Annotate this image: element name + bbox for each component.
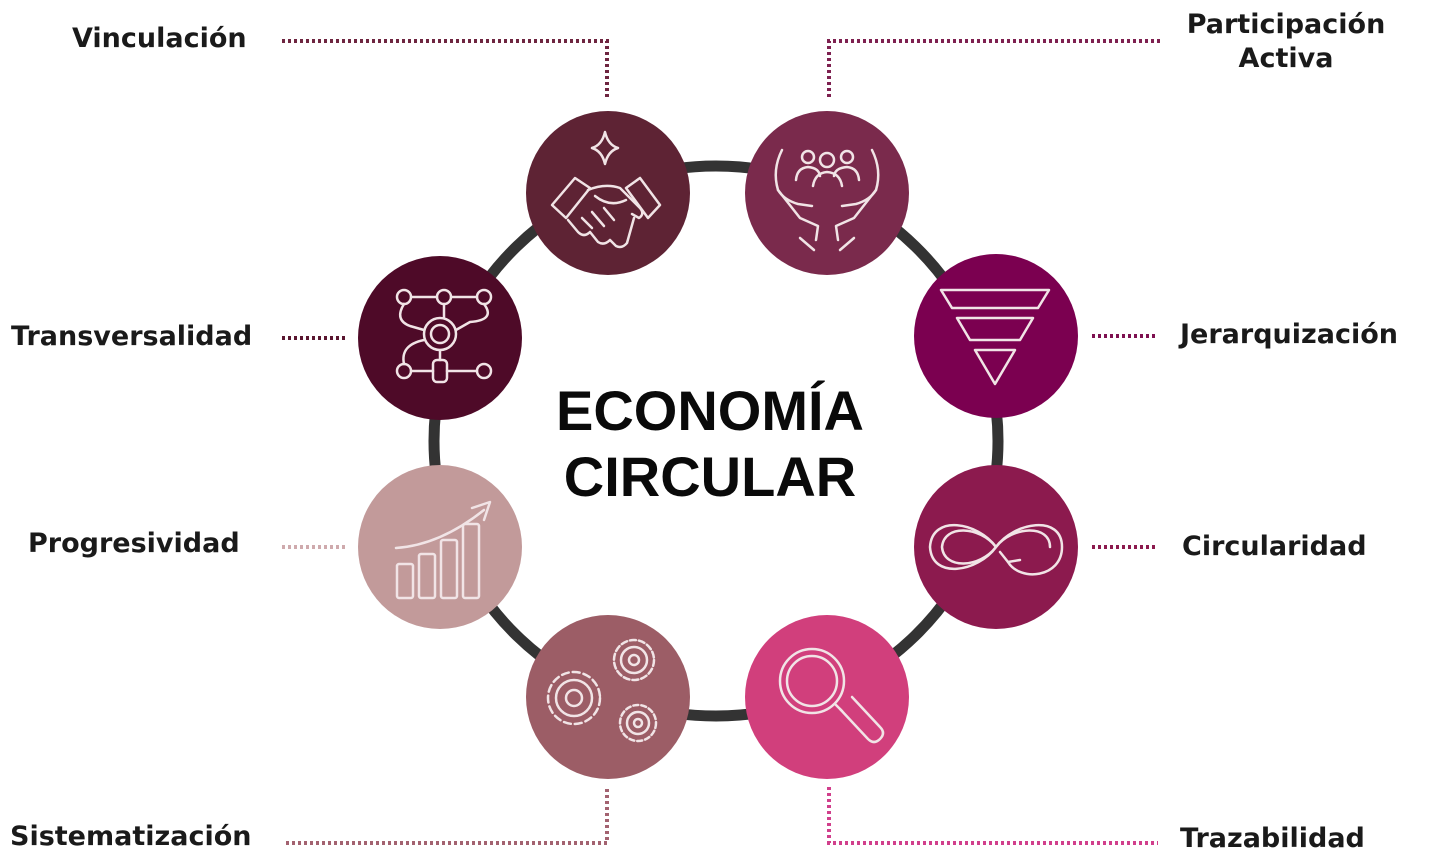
center-title: ECONOMÍA CIRCULAR [520, 378, 900, 510]
label-progresividad: Progresividad [28, 528, 240, 559]
label-participacion-line1: Participación [1186, 9, 1386, 40]
label-participacion: Participación Activa [1180, 8, 1392, 76]
funnel-icon [939, 288, 1051, 386]
connector-participacion [827, 39, 1160, 100]
label-trazabilidad: Trazabilidad [1180, 823, 1365, 854]
label-jerarquizacion: Jerarquización [1180, 319, 1398, 350]
center-title-line2: CIRCULAR [563, 445, 857, 508]
node-jerarquizacion [914, 254, 1078, 418]
community-hands-icon [774, 148, 880, 252]
gears-icon [546, 638, 658, 743]
node-participacion [745, 111, 909, 275]
node-vinculacion [526, 111, 690, 275]
infinity-icon [928, 523, 1064, 576]
growth-chart-icon [394, 500, 492, 600]
connector-vinculacion [282, 39, 609, 100]
central-ring [428, 160, 1004, 722]
label-participacion-line2: Activa [1238, 43, 1334, 74]
node-trazabilidad [745, 615, 909, 779]
connector-sistematizacion [286, 787, 609, 845]
connector-trazabilidad [827, 787, 1158, 845]
network-icon [395, 288, 493, 384]
label-transversalidad: Transversalidad [11, 321, 253, 352]
label-circularidad: Circularidad [1182, 531, 1367, 562]
magnifier-icon [778, 647, 885, 744]
label-sistematizacion: Sistematización [10, 821, 252, 852]
center-title-line1: ECONOMÍA [556, 379, 864, 442]
node-transversalidad [358, 256, 522, 420]
node-sistematizacion [526, 615, 690, 779]
label-vinculacion: Vinculación [72, 23, 247, 54]
handshake-icon [550, 130, 662, 249]
